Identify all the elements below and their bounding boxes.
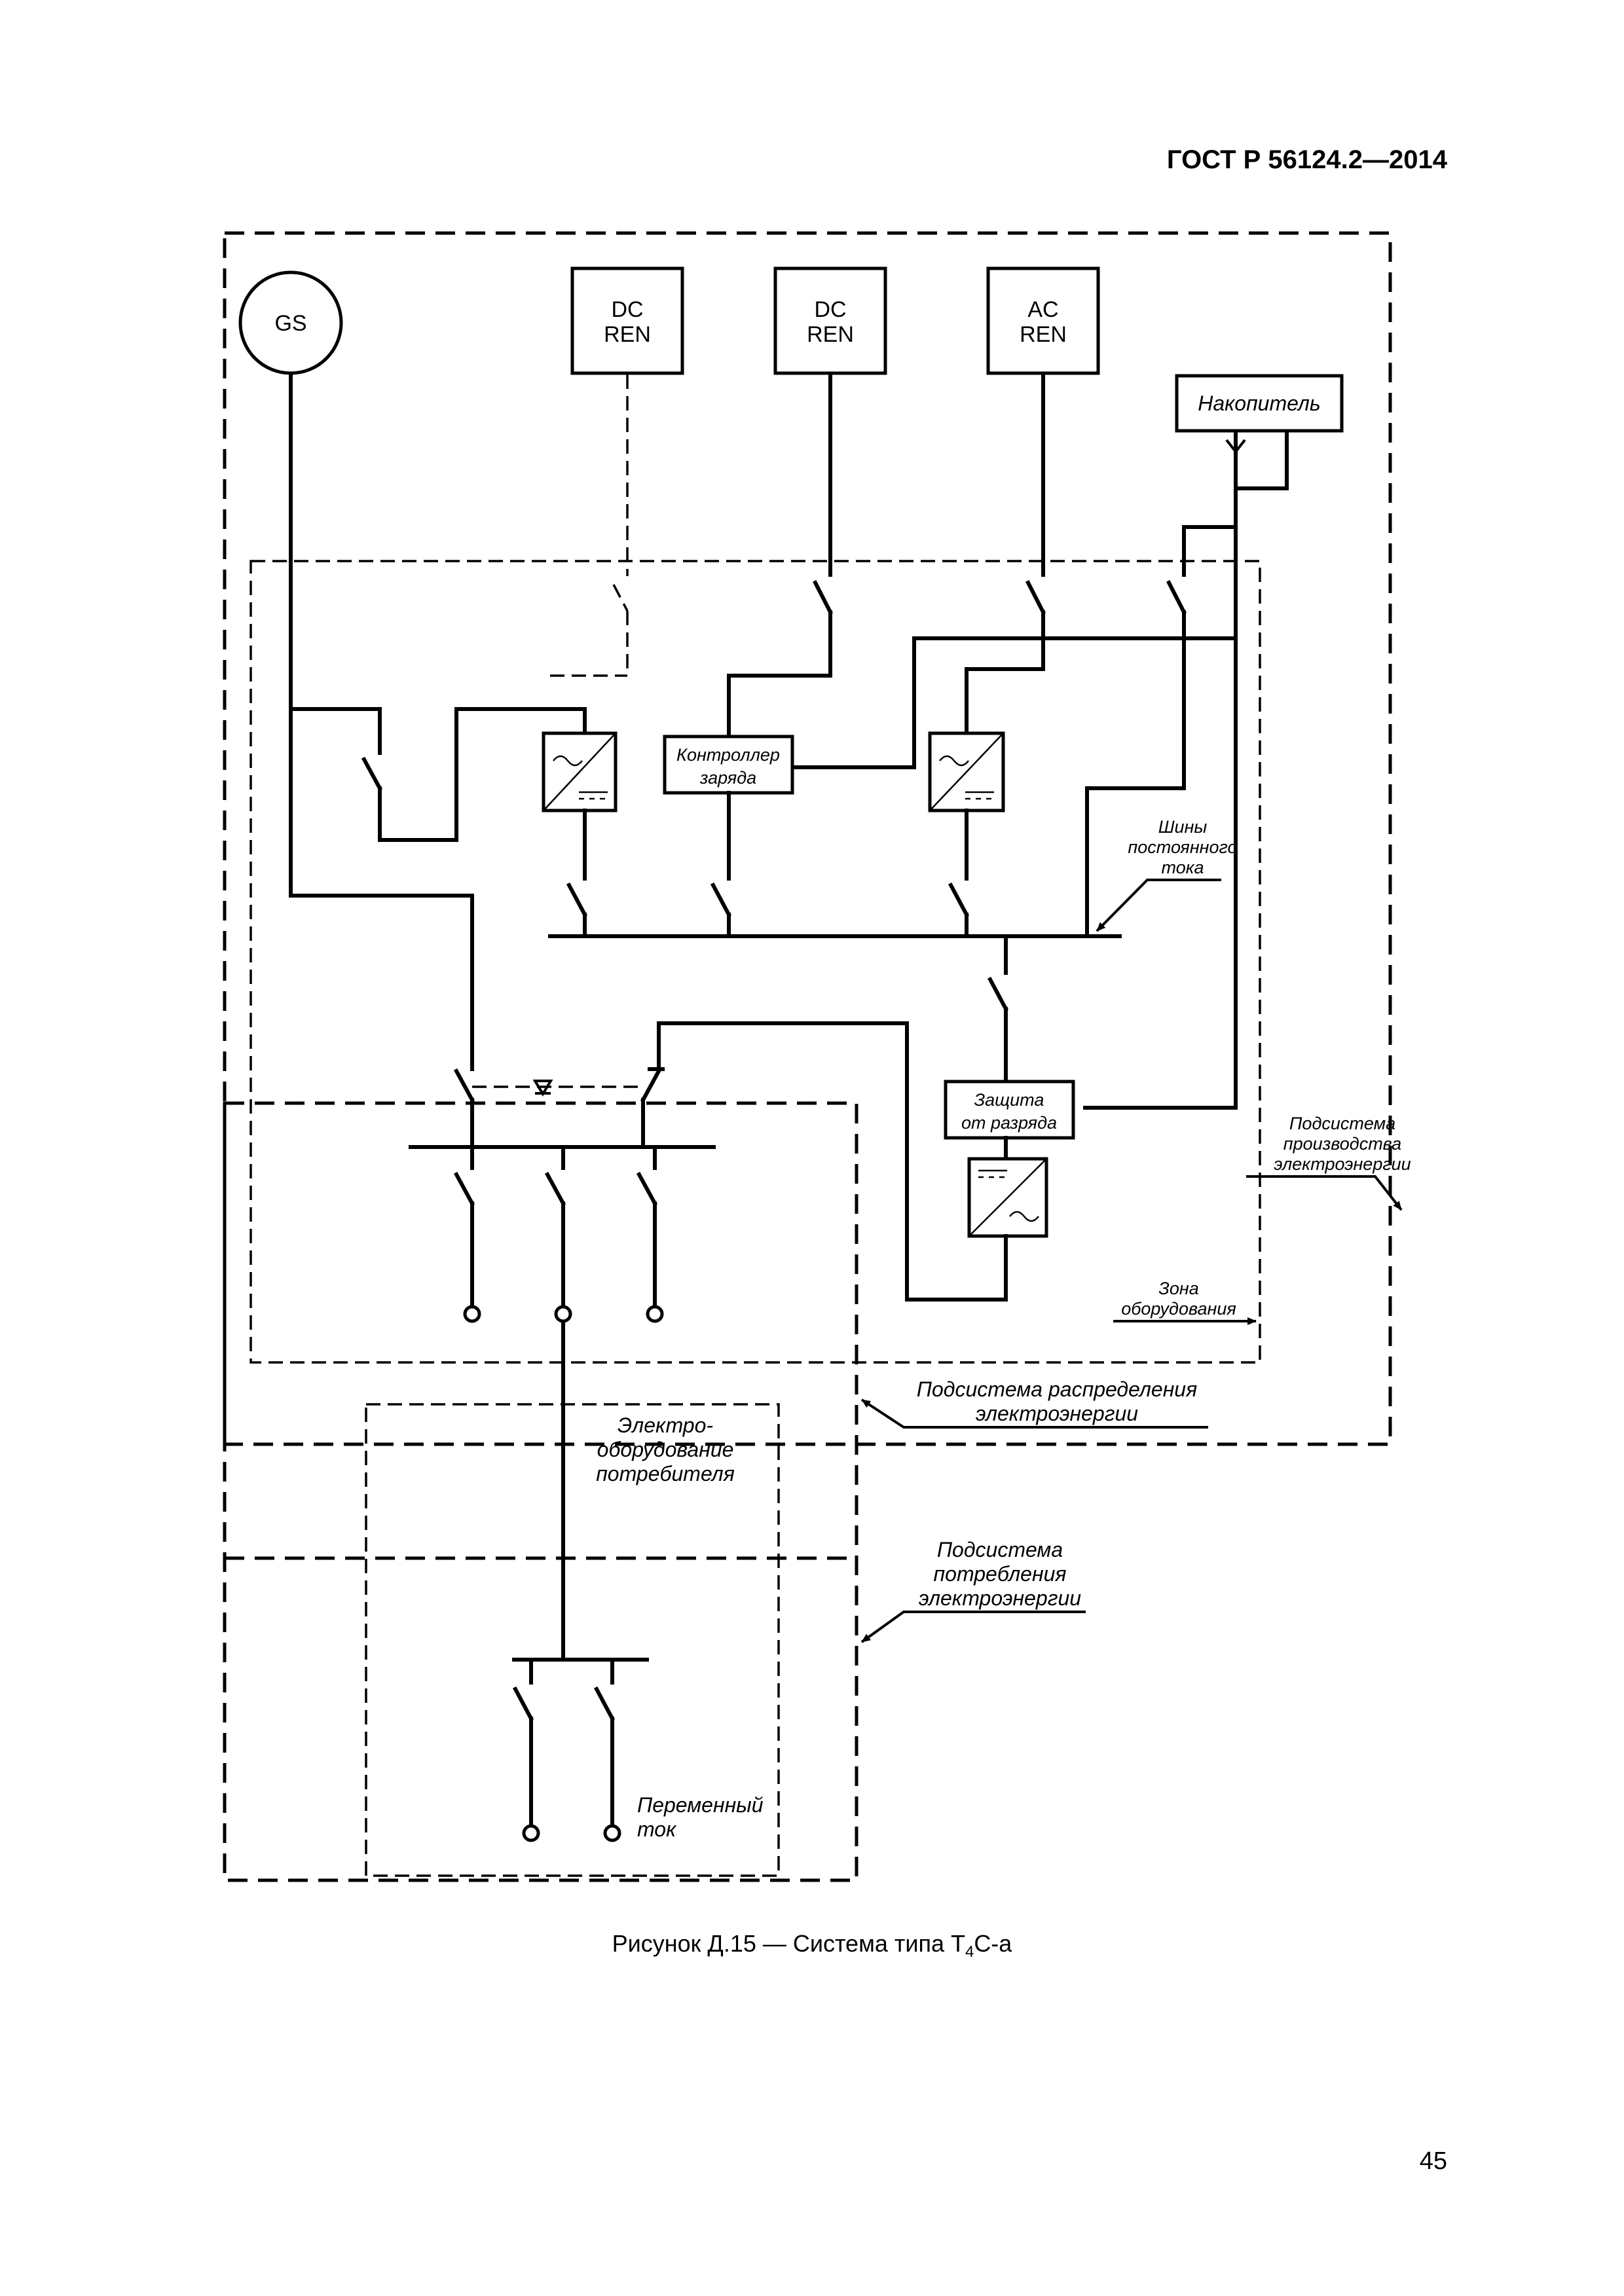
- discharge-protection-line1: Защита: [974, 1090, 1044, 1110]
- equipment-zone-boundary: [249, 560, 1261, 1364]
- svg-text:постоянного: постоянного: [1128, 837, 1237, 857]
- ac-ren-line1: AC: [1027, 297, 1058, 322]
- dc-ren-source-2: DC REN: [773, 266, 887, 375]
- svg-text:Подсистема распределения: Подсистема распределения: [917, 1377, 1197, 1401]
- alternating-current-label: Переменный ток: [637, 1793, 764, 1841]
- svg-text:электроэнергии: электроэнергии: [976, 1402, 1138, 1425]
- generation-subsystem-boundary: [223, 231, 1392, 1446]
- standard-header: ГОСТ Р 56124.2—2014: [1166, 145, 1447, 174]
- svg-text:Зона: Зона: [1158, 1279, 1198, 1298]
- caption-prefix: Рисунок Д.15 — Система типа Т: [612, 1930, 965, 1957]
- dc-ren-2-line1: DC: [814, 297, 846, 322]
- caption-suffix: С-а: [974, 1930, 1012, 1957]
- inverter-left: [542, 731, 618, 812]
- discharge-protection: Защита от разряда: [944, 1080, 1075, 1140]
- inverter-bottom: [967, 1157, 1048, 1238]
- svg-text:ток: ток: [637, 1817, 677, 1841]
- generator-label: GS: [274, 311, 306, 336]
- svg-text:электроэнергии: электроэнергии: [1274, 1154, 1411, 1174]
- ac-ren-source: AC REN: [986, 266, 1100, 375]
- storage-label: Накопитель: [1198, 392, 1320, 415]
- charge-controller-line2: заряда: [699, 768, 756, 788]
- svg-text:потребителя: потребителя: [596, 1462, 735, 1485]
- consumption-subsystem-label: Подсистема потребления электроэнергии: [860, 1538, 1086, 1643]
- svg-text:оборудования: оборудования: [1121, 1299, 1236, 1319]
- svg-text:электроэнергии: электроэнергии: [919, 1586, 1081, 1610]
- ac-ren-line2: REN: [1020, 322, 1067, 347]
- svg-text:Подсистема: Подсистема: [937, 1538, 1063, 1561]
- svg-text:Переменный: Переменный: [637, 1793, 764, 1817]
- dc-ren-source-1: DC REN: [570, 266, 684, 375]
- dc-ren-2-line2: REN: [807, 322, 854, 347]
- svg-text:потребления: потребления: [934, 1562, 1067, 1586]
- svg-text:производства: производства: [1283, 1134, 1401, 1154]
- caption-subscript: 4: [965, 1943, 974, 1961]
- distribution-subsystem-boundary: [223, 1101, 858, 1882]
- generation-subsystem-label: Подсистема производства электроэнергии: [1246, 1114, 1411, 1211]
- inverter-right: [928, 731, 1005, 812]
- dc-bus-label: Шины постоянного тока: [1096, 817, 1238, 932]
- figure-caption: Рисунок Д.15 — Система типа Т4С-а: [0, 1930, 1624, 1961]
- distribution-subsystem-label: Подсистема распределения электроэнергии: [860, 1377, 1208, 1429]
- consumer-equipment-boundary: [365, 1403, 780, 1877]
- storage-battery: Накопитель: [1175, 374, 1344, 433]
- svg-text:Подсистема: Подсистема: [1289, 1114, 1395, 1133]
- page-number: 45: [1419, 2147, 1447, 2175]
- svg-text:Электро-: Электро-: [618, 1413, 713, 1437]
- svg-text:тока: тока: [1162, 858, 1204, 877]
- dc-ren-1-line2: REN: [604, 322, 651, 347]
- charge-controller-line1: Контроллер: [676, 745, 780, 765]
- charge-controller: Контроллер заряда: [663, 735, 794, 795]
- consumer-equipment-label: Электро- оборудование потребителя: [596, 1413, 735, 1485]
- equipment-zone-label: Зона оборудования: [1113, 1279, 1257, 1325]
- discharge-protection-line2: от разряда: [961, 1113, 1057, 1133]
- svg-text:оборудование: оборудование: [597, 1438, 734, 1461]
- dc-ren-1-line1: DC: [611, 297, 643, 322]
- svg-text:Шины: Шины: [1158, 817, 1208, 837]
- generator-source: GS: [238, 270, 343, 375]
